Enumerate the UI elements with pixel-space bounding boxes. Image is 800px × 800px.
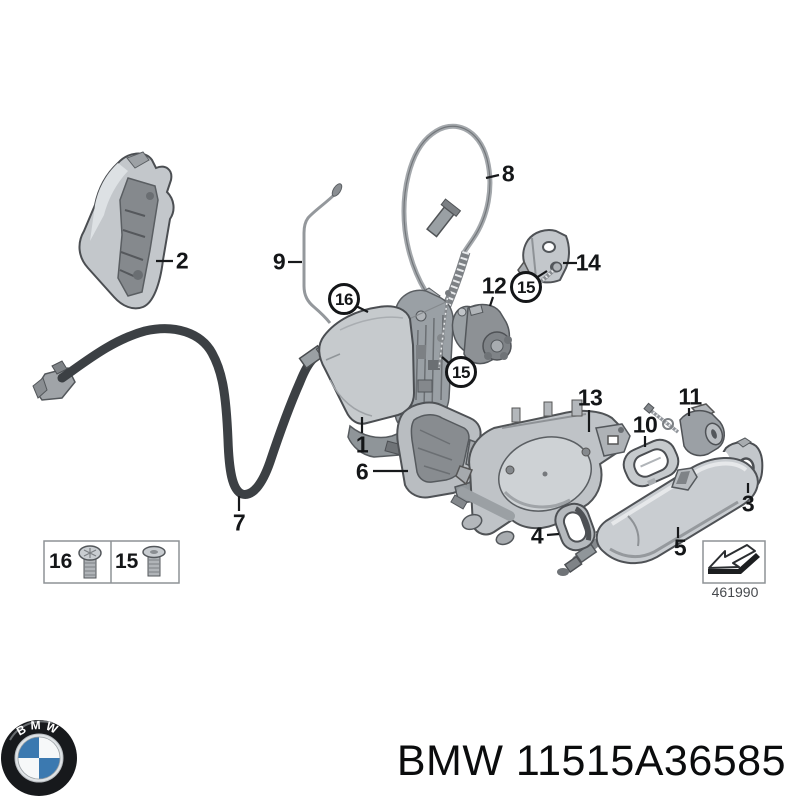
countersunk-screw-icon <box>142 545 166 577</box>
part-2-door-lock-drawing <box>78 151 175 310</box>
direction-arrow-box: 461990 <box>702 540 766 600</box>
leader-lines-layer <box>156 173 750 538</box>
part-10-gasket-drawing <box>622 438 680 488</box>
part-1-door-lock-assembly-drawing <box>318 287 454 458</box>
callout-8: 8 <box>501 160 515 187</box>
callout-15-circled: 15 <box>445 356 477 388</box>
callout-9: 9 <box>272 248 286 275</box>
direction-arrow-icon <box>708 544 756 569</box>
bmw-logo: BMW <box>1 718 77 796</box>
leader-line-16 <box>355 305 369 313</box>
pan-head-screw-icon <box>78 545 102 579</box>
callout-3: 3 <box>741 490 755 517</box>
callout-1: 1 <box>355 431 369 458</box>
part-12-actuator-drawing <box>451 303 512 365</box>
callout-12: 12 <box>481 272 507 299</box>
part-9-rod-drawing <box>302 183 343 324</box>
callout-15-circled: 15 <box>510 271 542 303</box>
diagram-code: 461990 <box>712 584 759 600</box>
callout-2: 2 <box>175 247 189 274</box>
screw-box-number-15: 15 <box>115 550 139 573</box>
part-7-cable-drawing <box>32 324 333 499</box>
part-11-lock-cylinder-drawing <box>643 402 725 457</box>
callout-6: 6 <box>355 458 369 485</box>
leader-line-12 <box>488 296 495 307</box>
screw-legend-box: 16 15 <box>43 540 180 584</box>
callout-16-circled: 16 <box>328 283 360 315</box>
callout-5: 5 <box>673 534 687 561</box>
bmw-logo-letters: BMW <box>14 718 64 739</box>
callout-13: 13 <box>577 384 603 411</box>
callout-11: 11 <box>678 383 702 410</box>
screw-box-number-16: 16 <box>49 550 72 573</box>
leader-line-4 <box>546 532 560 537</box>
part-13-handle-carrier-drawing <box>450 399 631 546</box>
callout-10: 10 <box>632 411 658 438</box>
callout-7: 7 <box>232 509 246 536</box>
part-5-door-handle-drawing <box>557 456 759 576</box>
callout-4: 4 <box>530 522 544 549</box>
leader-line-8 <box>485 173 500 180</box>
part-4-base-trim-drawing <box>554 502 596 552</box>
part-number-text: BMW 11515A36585 <box>396 737 786 785</box>
callout-14: 14 <box>575 249 601 276</box>
